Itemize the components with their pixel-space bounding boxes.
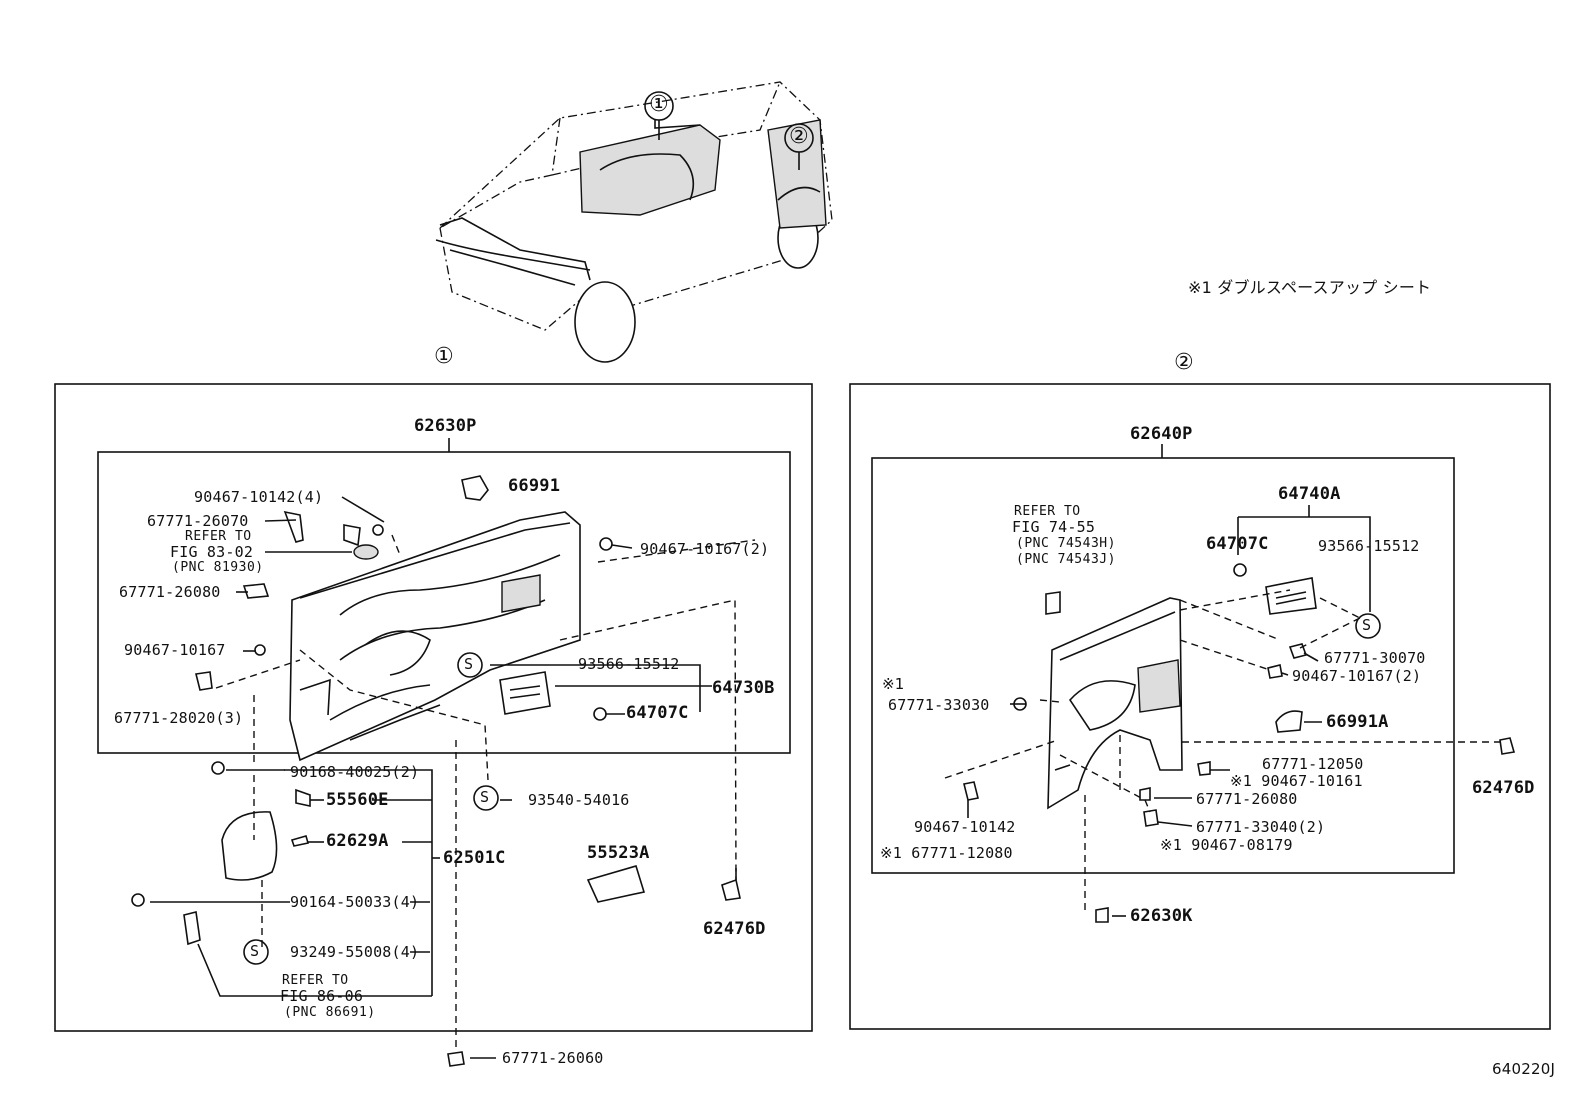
refer-pnc-74543h: (PNC 74543H) — [1016, 536, 1116, 551]
s-mark-4: S — [1362, 616, 1372, 634]
part-90467-08179: ※1 90467-08179 — [1160, 836, 1293, 854]
refer-pnc-81930: (PNC 81930) — [172, 560, 264, 575]
part-67771-26060: 67771-26060 — [502, 1049, 604, 1067]
part-93566-15512: 93566-15512 — [578, 655, 680, 673]
part-62640P: 62640P — [1130, 424, 1193, 444]
part-64707C: 64707C — [626, 703, 689, 723]
refer-pnc-86691: (PNC 86691) — [284, 1005, 376, 1020]
vehicle-sketch — [435, 81, 833, 363]
refer-to-label-3: REFER TO — [1014, 504, 1081, 519]
part-67771-28020: 67771-28020(3) — [114, 709, 244, 727]
s-mark-1: S — [464, 655, 474, 673]
part-93249-55008: 93249-55008(4) — [290, 943, 420, 961]
panel2-trim-shape — [1047, 597, 1183, 810]
part-55523A: 55523A — [587, 843, 650, 863]
part-66991: 66991 — [508, 476, 561, 496]
s-mark-2: S — [480, 788, 490, 806]
mark-1: ※1 — [882, 675, 905, 693]
panel1-frame — [54, 383, 813, 1032]
part-64740A: 64740A — [1278, 484, 1341, 504]
part-90467-10142-panel2: 90467-10142 — [914, 818, 1016, 836]
part-62476D-panel2: 62476D — [1472, 778, 1535, 798]
part-55560E: 55560E — [326, 790, 389, 810]
part-90467-10161: ※1 90467-10161 — [1230, 772, 1363, 790]
part-90467-10167-2: 90467-10167(2) — [640, 540, 770, 558]
panel1-quarter-trim-shape — [289, 511, 581, 762]
part-93566-15512-panel2: 93566-15512 — [1318, 537, 1420, 555]
part-62630K: 62630K — [1130, 906, 1193, 926]
part-62476D-panel1: 62476D — [703, 919, 766, 939]
part-67771-26080: 67771-26080 — [119, 583, 221, 601]
refer-to-label-2: REFER TO — [282, 973, 349, 988]
refer-fig-86-06: FIG 86-06 — [280, 987, 364, 1005]
refer-pnc-74543j: (PNC 74543J) — [1016, 552, 1116, 567]
panel1-marker: ① — [434, 344, 454, 369]
part-67771-12080: ※1 67771-12080 — [880, 844, 1013, 862]
panel1-inner-frame — [97, 451, 791, 754]
part-64707C-panel2: 64707C — [1206, 534, 1269, 554]
callout-two-car: ② — [789, 124, 809, 149]
refer-to-label: REFER TO — [185, 529, 252, 544]
part-66991-shape — [461, 475, 489, 501]
part-90467-10167: 90467-10167 — [124, 641, 226, 659]
part-67771-26070: 67771-26070 — [147, 512, 249, 530]
part-67771-33030: 67771-33030 — [888, 696, 990, 714]
note-double-space-up-seat: ※1 ダブルスペースアップ シート — [1188, 278, 1432, 297]
figure-code: 640220J — [1492, 1060, 1556, 1078]
part-67771-30070: 67771-30070 — [1324, 649, 1426, 667]
panel2-frame — [849, 383, 1551, 1030]
part-90467-10142: 90467-10142(4) — [194, 488, 324, 506]
panel2-inner-frame — [871, 457, 1455, 874]
part-62629A: 62629A — [326, 831, 389, 851]
callout-one-car: ① — [649, 92, 669, 117]
part-90168-40025: 90168-40025(2) — [290, 763, 420, 781]
part-90467-10167-panel2: 90467-10167(2) — [1292, 667, 1422, 685]
panel2-marker: ② — [1174, 350, 1194, 375]
part-62630P: 62630P — [414, 416, 477, 436]
part-62501C: 62501C — [443, 848, 506, 868]
part-93540-54016: 93540-54016 — [528, 791, 630, 809]
part-90164-50033: 90164-50033(4) — [290, 893, 420, 911]
part-67771-26080-panel2: 67771-26080 — [1196, 790, 1298, 808]
part-67771-12050: 67771-12050 — [1262, 755, 1364, 773]
part-66991A: 66991A — [1326, 712, 1389, 732]
s-mark-3: S — [250, 942, 260, 960]
part-64730B: 64730B — [712, 678, 775, 698]
refer-fig-74-55: FIG 74-55 — [1012, 518, 1096, 536]
part-67771-33040: 67771-33040(2) — [1196, 818, 1326, 836]
refer-fig-83-02: FIG 83-02 — [170, 543, 254, 561]
